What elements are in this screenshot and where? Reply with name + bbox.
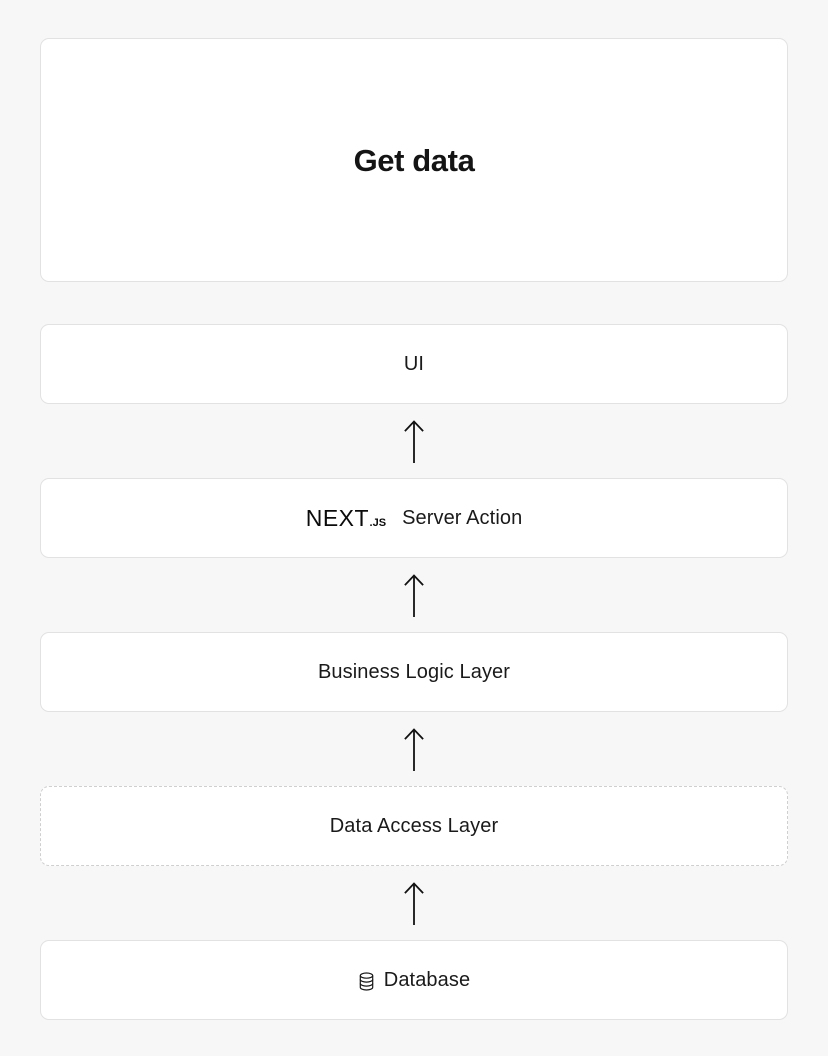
node-data-access-layer[interactable]: Data Access Layer: [40, 786, 788, 866]
arrow-server-action-to-ui: [40, 404, 788, 478]
node-database[interactable]: Database: [40, 940, 788, 1020]
nextjs-logo-suffix: .JS: [369, 516, 387, 529]
spacer-root-to-ui: [40, 282, 788, 324]
node-ui[interactable]: UI: [40, 324, 788, 404]
arrow-data-access-to-business-logic: [40, 712, 788, 786]
nextjs-logo-word: EXT: [322, 504, 370, 531]
database-icon: [358, 971, 375, 991]
arrow-business-logic-to-server-action: [40, 558, 788, 632]
node-get-data[interactable]: Get data: [40, 38, 788, 282]
node-get-data-label: Get data: [353, 142, 475, 178]
nextjs-logo-letter-n: N: [305, 504, 323, 531]
arrow-database-to-data-access: [40, 866, 788, 940]
node-server-action-label: Server Action: [402, 507, 523, 529]
node-business-logic-layer[interactable]: Business Logic Layer: [40, 632, 788, 712]
node-database-content: Database: [358, 969, 471, 991]
node-business-logic-layer-label: Business Logic Layer: [317, 661, 511, 683]
node-database-label: Database: [383, 969, 471, 991]
node-data-access-layer-label: Data Access Layer: [329, 815, 499, 837]
node-ui-label: UI: [403, 353, 425, 375]
